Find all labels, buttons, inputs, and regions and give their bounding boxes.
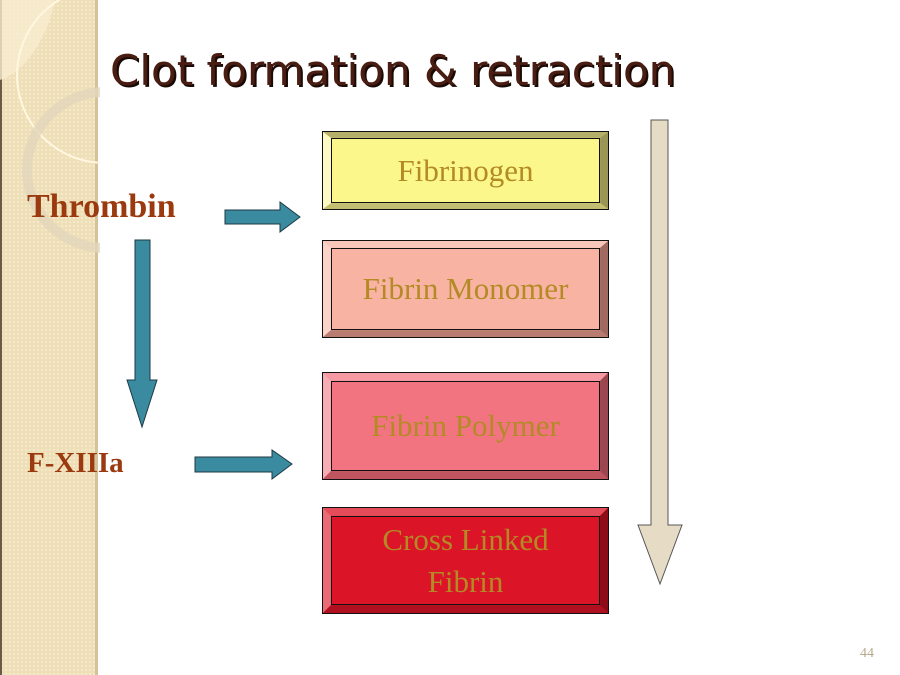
factor-xiiia-label: F-XIIIa	[27, 447, 124, 479]
box-bevel	[323, 373, 608, 479]
stage-box-cross-linked-fibrin: Cross Linked Fibrin	[322, 507, 609, 614]
box-bevel	[323, 241, 608, 337]
stage-label: Fibrin Monomer	[331, 248, 600, 330]
stage-label: Cross Linked Fibrin	[331, 516, 600, 605]
page-number: 44	[860, 646, 874, 661]
fxiiia-right-arrow	[194, 449, 293, 480]
stage-label: Fibrinogen	[331, 138, 600, 203]
stage-box-fibrinogen: Fibrinogen	[322, 131, 609, 210]
stage-box-fibrin-polymer: Fibrin Polymer	[322, 372, 609, 480]
decorative-circles	[0, 0, 100, 253]
process-flow-arrow	[637, 119, 683, 586]
sidebar-edge	[0, 0, 2, 675]
box-bevel	[323, 508, 608, 613]
thrombin-label: Thrombin	[27, 188, 176, 225]
thrombin-down-arrow	[126, 239, 158, 429]
stage-label: Fibrin Polymer	[331, 381, 600, 471]
thrombin-right-arrow	[224, 201, 301, 233]
box-bevel	[323, 132, 608, 209]
stage-box-fibrin-monomer: Fibrin Monomer	[322, 240, 609, 338]
slide-title: Clot formation & retraction	[110, 46, 676, 95]
